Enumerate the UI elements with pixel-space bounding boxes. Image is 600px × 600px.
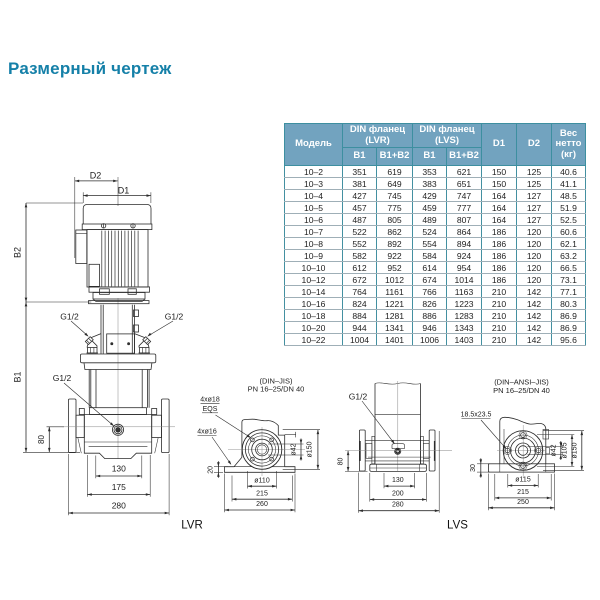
svg-text:ø42: ø42: [291, 443, 298, 455]
svg-text:215: 215: [256, 490, 268, 497]
svg-text:ø42: ø42: [550, 444, 557, 456]
svg-text:280: 280: [392, 501, 404, 508]
svg-text:PN 16–25/DN 40: PN 16–25/DN 40: [248, 385, 305, 394]
svg-text:(DIN–JIS): (DIN–JIS): [260, 377, 293, 386]
svg-text:4xø16: 4xø16: [197, 429, 217, 436]
svg-text:130: 130: [112, 464, 126, 474]
svg-text:(DIN–ANSI–JIS): (DIN–ANSI–JIS): [494, 378, 549, 387]
svg-text:LVS: LVS: [447, 520, 468, 532]
svg-text:ø150: ø150: [307, 441, 314, 457]
svg-text:B2: B2: [13, 247, 23, 258]
svg-text:ø115: ø115: [515, 477, 531, 484]
svg-text:G1/2: G1/2: [349, 392, 368, 402]
svg-text:200: 200: [392, 490, 404, 497]
svg-text:4xø18: 4xø18: [200, 396, 220, 403]
svg-text:G1/2: G1/2: [60, 312, 79, 322]
svg-text:260: 260: [256, 501, 268, 508]
svg-text:ø110: ø110: [254, 477, 270, 484]
svg-text:G1/2: G1/2: [53, 373, 72, 383]
svg-text:EQS: EQS: [203, 406, 218, 413]
svg-text:ø105: ø105: [562, 442, 569, 458]
svg-text:LVR: LVR: [181, 520, 203, 532]
svg-text:215: 215: [517, 489, 529, 496]
svg-text:130: 130: [392, 477, 404, 484]
svg-text:20: 20: [208, 466, 215, 474]
svg-text:175: 175: [112, 482, 126, 492]
svg-text:D1: D1: [118, 185, 130, 195]
svg-text:280: 280: [112, 501, 126, 511]
svg-text:80: 80: [37, 435, 46, 444]
svg-text:30: 30: [470, 464, 477, 472]
svg-text:B1: B1: [13, 371, 23, 382]
svg-text:D2: D2: [90, 170, 102, 180]
svg-text:18.5x23.5: 18.5x23.5: [461, 412, 492, 419]
svg-text:250: 250: [517, 499, 529, 506]
svg-text:ø150: ø150: [571, 442, 578, 458]
svg-text:80: 80: [338, 458, 345, 466]
svg-text:G1/2: G1/2: [165, 312, 184, 322]
svg-text:PN 16–25/DN 40: PN 16–25/DN 40: [493, 386, 550, 395]
